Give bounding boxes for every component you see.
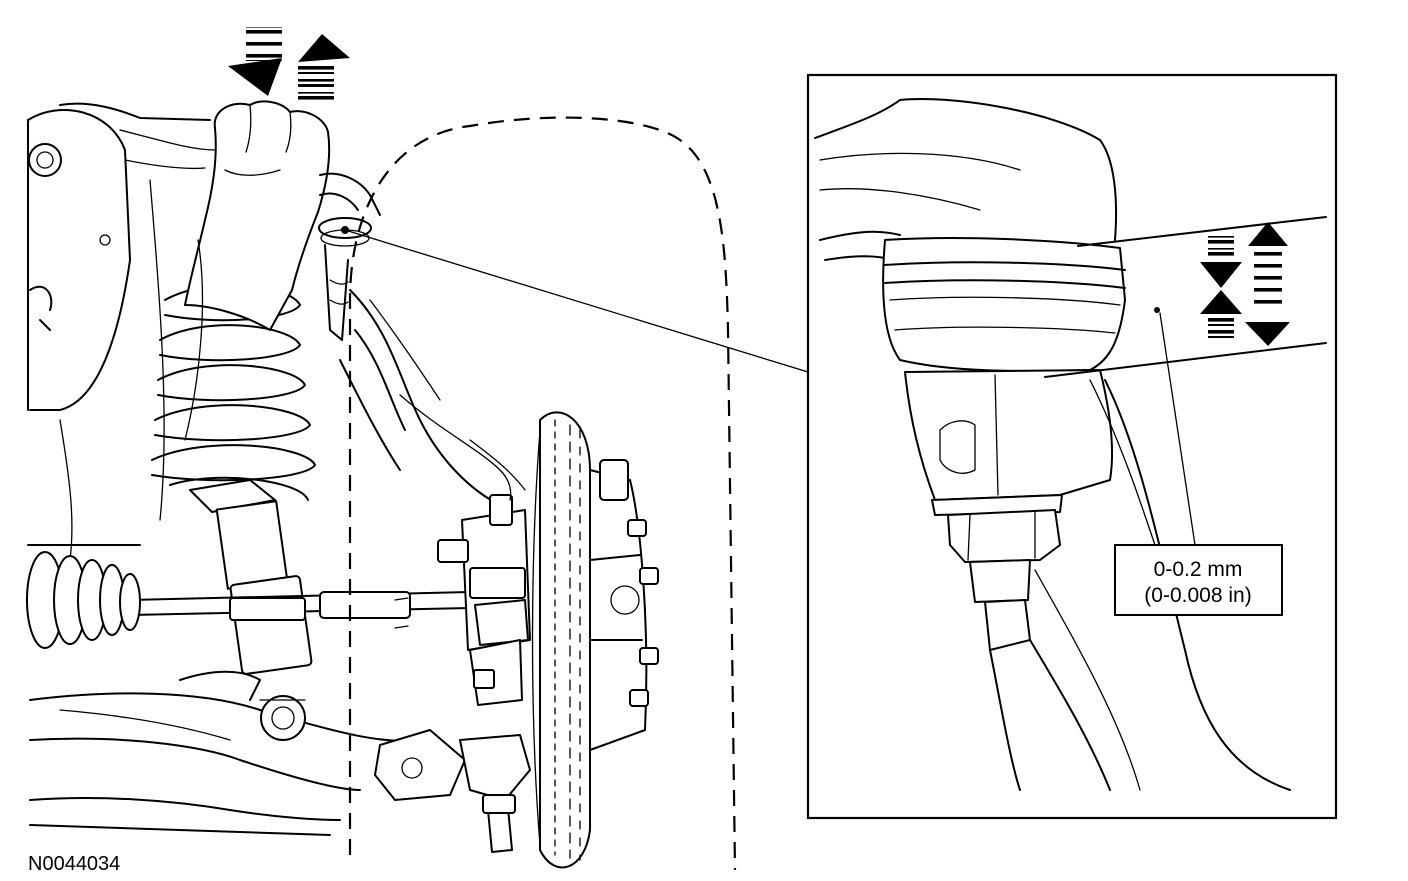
hand bbox=[184, 100, 331, 441]
measurement-line-top bbox=[1077, 216, 1327, 247]
steering-boot bbox=[26, 544, 141, 649]
figure-id: N0044034 bbox=[28, 853, 120, 875]
dashed-arrow-down-icon bbox=[1245, 322, 1290, 346]
ball-joint-housing bbox=[904, 369, 1113, 516]
shock-absorber bbox=[189, 479, 313, 675]
lower-bushing-nut bbox=[260, 695, 306, 741]
upper-control-arm bbox=[318, 172, 381, 341]
brake-caliper bbox=[437, 494, 531, 706]
wheel-hub bbox=[589, 459, 659, 751]
coil-spring bbox=[151, 284, 316, 501]
ball-joint-boot bbox=[882, 237, 1126, 372]
dashed-arrow-up-icon bbox=[1248, 222, 1288, 306]
suspension-assembly bbox=[26, 100, 659, 869]
measurement-line-bottom bbox=[1044, 342, 1327, 378]
brake-rotor bbox=[531, 411, 591, 869]
detail-inset: 0-0.2 mm (0-0.008 in) bbox=[806, 73, 1338, 820]
callout-leader-line bbox=[1159, 312, 1196, 546]
lower-knuckle bbox=[374, 729, 531, 853]
detail-leader-line bbox=[344, 229, 809, 373]
wheel-outline-dashed bbox=[348, 116, 737, 871]
dashed-arrow-down-icon bbox=[228, 27, 282, 96]
dashed-arrow-up-icon bbox=[298, 34, 350, 100]
dashed-arrow-up-icon bbox=[1200, 290, 1242, 338]
callout-mm: 0-0.2 mm bbox=[1154, 558, 1243, 581]
tie-rod bbox=[129, 591, 471, 629]
measurement-callout: 0-0.2 mm (0-0.008 in) bbox=[1114, 544, 1283, 616]
lower-control-arm bbox=[29, 670, 421, 836]
callout-in: (0-0.008 in) bbox=[1144, 584, 1251, 607]
frame-bolt bbox=[28, 143, 62, 177]
ball-joint-stud bbox=[947, 509, 1141, 791]
dashed-arrow-down-icon bbox=[1200, 236, 1242, 288]
